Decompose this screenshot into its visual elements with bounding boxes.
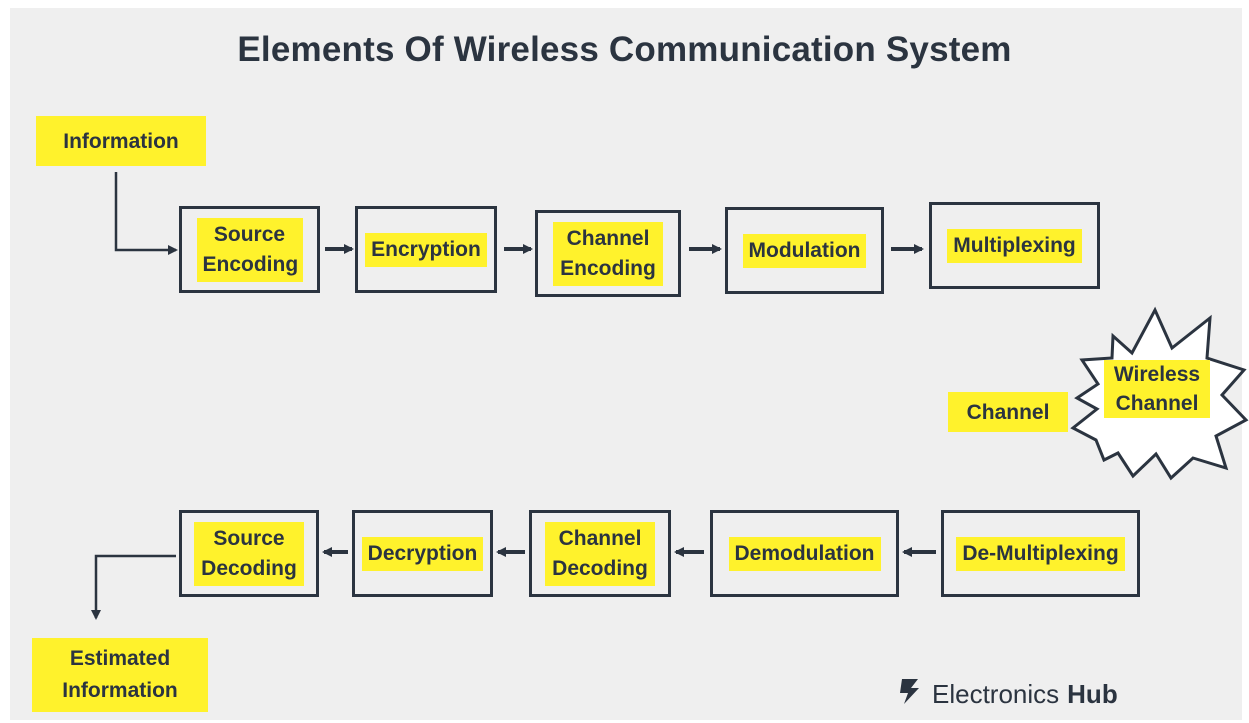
- brand-name-hub: Hub: [1067, 679, 1118, 709]
- block-encryption: Encryption: [355, 206, 497, 293]
- block-source-decoding: Source Decoding: [179, 510, 319, 597]
- block-modulation-label: Modulation: [742, 233, 867, 268]
- block-demultiplexing: De-Multiplexing: [941, 510, 1140, 597]
- channel-label: Channel: [948, 392, 1068, 432]
- block-source-decoding-label: Source Decoding: [194, 521, 304, 586]
- block-multiplexing-label: Multiplexing: [947, 228, 1082, 263]
- block-source-encoding: Source Encoding: [179, 206, 320, 293]
- block-multiplexing: Multiplexing: [929, 202, 1100, 289]
- block-channel-encoding: Channel Encoding: [535, 210, 681, 297]
- wireless-channel-label: Wireless Channel: [1104, 360, 1210, 418]
- estimated-information-label: Estimated Information: [32, 638, 208, 712]
- block-demodulation-label: Demodulation: [728, 536, 881, 571]
- diagram-background: [10, 8, 1242, 720]
- output-connector: [91, 554, 176, 620]
- block-modulation: Modulation: [725, 207, 884, 294]
- block-demodulation: Demodulation: [710, 510, 899, 597]
- block-decryption: Decryption: [352, 510, 493, 597]
- information-label: Information: [36, 116, 206, 166]
- block-channel-decoding-label: Channel Decoding: [545, 521, 655, 586]
- block-source-encoding-label: Source Encoding: [196, 217, 303, 282]
- page-title: Elements Of Wireless Communication Syste…: [237, 30, 1012, 69]
- brand-logo: Electronics Hub: [896, 676, 1118, 713]
- electronics-hub-logo-icon: [896, 676, 924, 713]
- block-decryption-label: Decryption: [361, 536, 484, 571]
- block-channel-encoding-label: Channel Encoding: [553, 221, 663, 286]
- wireless-channel-label-wrap: Wireless Channel: [1082, 360, 1232, 418]
- input-connector: [114, 172, 178, 255]
- block-channel-decoding: Channel Decoding: [529, 510, 671, 597]
- brand-name-electronics: Electronics: [932, 679, 1060, 709]
- block-encryption-label: Encryption: [365, 232, 487, 267]
- block-demultiplexing-label: De-Multiplexing: [956, 536, 1125, 571]
